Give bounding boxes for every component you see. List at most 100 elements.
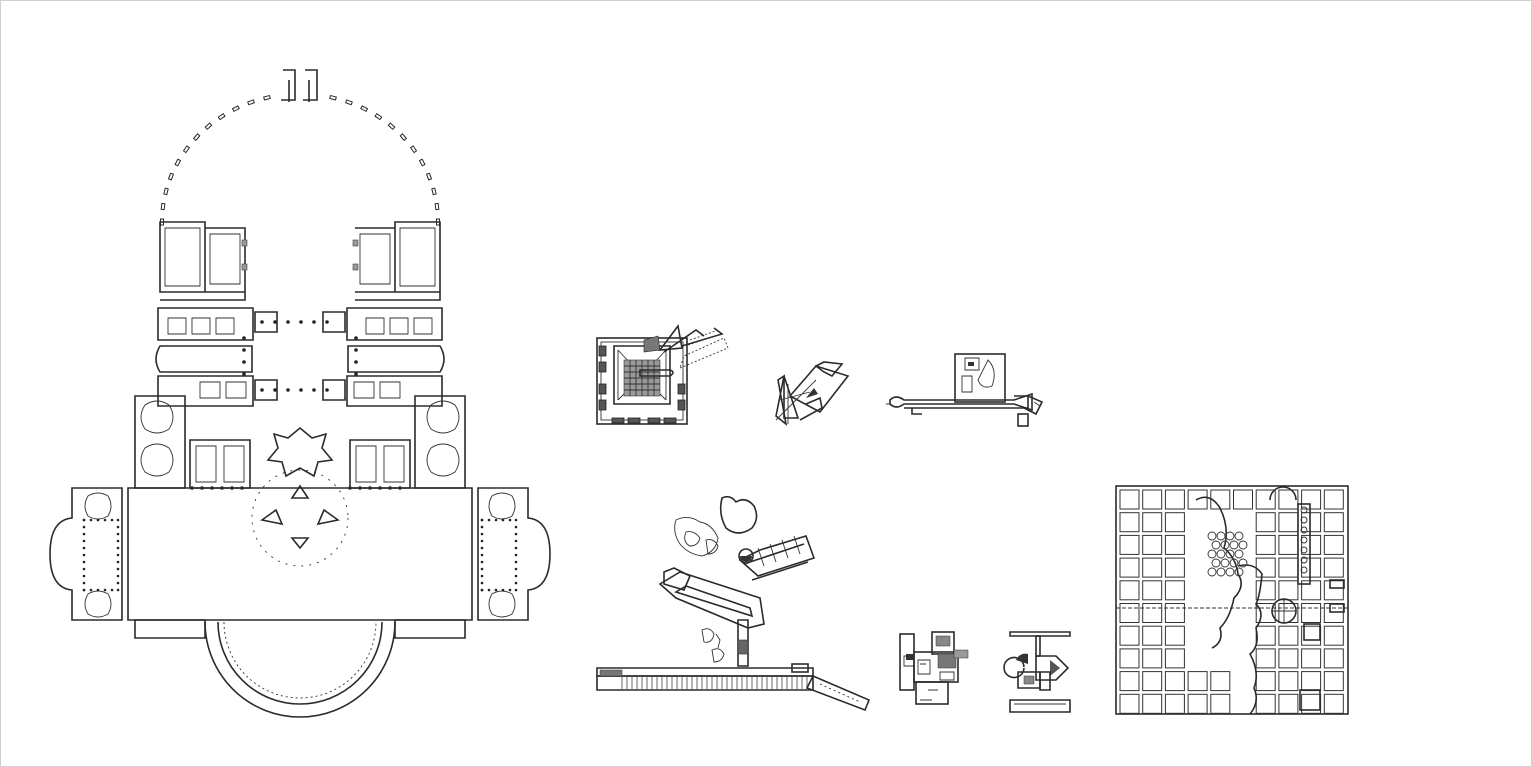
grid-cell — [1142, 648, 1163, 669]
right-side-chapel — [477, 487, 551, 621]
cobble — [1225, 531, 1235, 541]
column-dot — [82, 588, 86, 592]
column-dot — [514, 574, 518, 578]
arc-dash — [217, 113, 226, 121]
grid-cell — [1323, 671, 1344, 692]
grid-cell — [1233, 489, 1253, 510]
cobble — [1220, 540, 1230, 550]
column-dot — [116, 525, 120, 529]
t-shaped-plan — [1003, 631, 1071, 713]
arc-dash — [425, 172, 433, 181]
column-ring — [1300, 526, 1308, 534]
portico-ends — [134, 619, 466, 639]
grid-cell — [1255, 671, 1276, 692]
column-dot — [480, 518, 484, 522]
cobble — [1234, 567, 1244, 577]
upper-left-wing — [159, 221, 246, 301]
apse-arc-dashes — [160, 94, 440, 226]
crossing-star — [266, 426, 334, 478]
grid-cell — [1255, 580, 1276, 601]
column-dot — [514, 546, 518, 550]
grid-cell — [1323, 534, 1344, 555]
column-dot — [501, 588, 505, 592]
grid-cell — [1187, 671, 1208, 692]
arc-dash — [167, 172, 175, 181]
grid-cell — [1278, 512, 1299, 533]
column-dot — [82, 525, 86, 529]
grid-cell — [1164, 580, 1185, 601]
column-dot — [273, 388, 277, 392]
column-dot — [514, 581, 518, 585]
column-dot — [514, 525, 518, 529]
grid-cell — [1301, 534, 1322, 555]
grid-cell — [1278, 625, 1299, 646]
grid-cell — [1119, 512, 1140, 533]
column-dot — [82, 546, 86, 550]
grid-cell — [1278, 648, 1299, 669]
cobble — [1207, 531, 1217, 541]
column-dot — [480, 560, 484, 564]
column-ring — [1300, 556, 1308, 564]
grid-cell — [1142, 489, 1163, 510]
grid-cell — [1323, 693, 1344, 714]
colonnade-outer — [204, 621, 396, 718]
grid-cell — [1164, 557, 1185, 578]
grid-cell — [1142, 603, 1163, 623]
grid-cell — [1278, 557, 1299, 578]
column-dot — [116, 574, 120, 578]
column-dot — [354, 360, 358, 364]
column-dot — [514, 539, 518, 543]
arc-dash — [329, 94, 337, 101]
column-dot — [82, 553, 86, 557]
column-dot — [82, 532, 86, 536]
grid-cell — [1210, 693, 1231, 714]
grid-cell — [1187, 693, 1208, 714]
transept-towers — [134, 395, 466, 489]
column-dot — [96, 588, 100, 592]
column-dot — [116, 581, 120, 585]
dome-piers — [260, 484, 340, 550]
cobble — [1225, 567, 1235, 577]
grid-cell — [1164, 534, 1185, 555]
column-dot — [299, 388, 303, 392]
grid-block-plan — [1115, 485, 1349, 715]
column-dot — [480, 532, 484, 536]
grid-cell — [1164, 648, 1185, 669]
column-dot — [480, 546, 484, 550]
grid-cell — [1301, 580, 1322, 601]
column-dot — [501, 518, 505, 522]
grid-cell — [1255, 648, 1276, 669]
grid-cell — [1119, 693, 1140, 714]
column-dot — [312, 320, 316, 324]
grid-cell — [1119, 534, 1140, 555]
grid-cell — [1164, 693, 1185, 714]
column-dot — [286, 388, 290, 392]
grid-cell — [1323, 489, 1344, 510]
side-chapel-column-dots — [82, 518, 518, 592]
grid-cell — [1301, 489, 1322, 510]
grid-cell — [1164, 603, 1185, 623]
colonnade-inner — [217, 621, 383, 705]
column-dot — [116, 567, 120, 571]
column-dot — [494, 518, 498, 522]
column-dot — [514, 518, 518, 522]
column-dot — [299, 320, 303, 324]
column-dot — [514, 588, 518, 592]
grid-cell — [1323, 625, 1344, 646]
grid-cell — [1255, 557, 1276, 578]
arc-dash — [247, 99, 256, 106]
grid-cell — [1278, 534, 1299, 555]
cobble — [1211, 558, 1221, 568]
cobble — [1229, 558, 1239, 568]
column-dot — [325, 320, 329, 324]
grid-cell — [1119, 489, 1140, 510]
square-courtyard-plan — [596, 324, 729, 425]
column-dot — [82, 581, 86, 585]
grid-cell — [1255, 603, 1276, 623]
arc-dash — [174, 158, 182, 167]
cobble — [1207, 567, 1217, 577]
arc-dash — [192, 133, 201, 142]
grid-cell — [1142, 512, 1163, 533]
